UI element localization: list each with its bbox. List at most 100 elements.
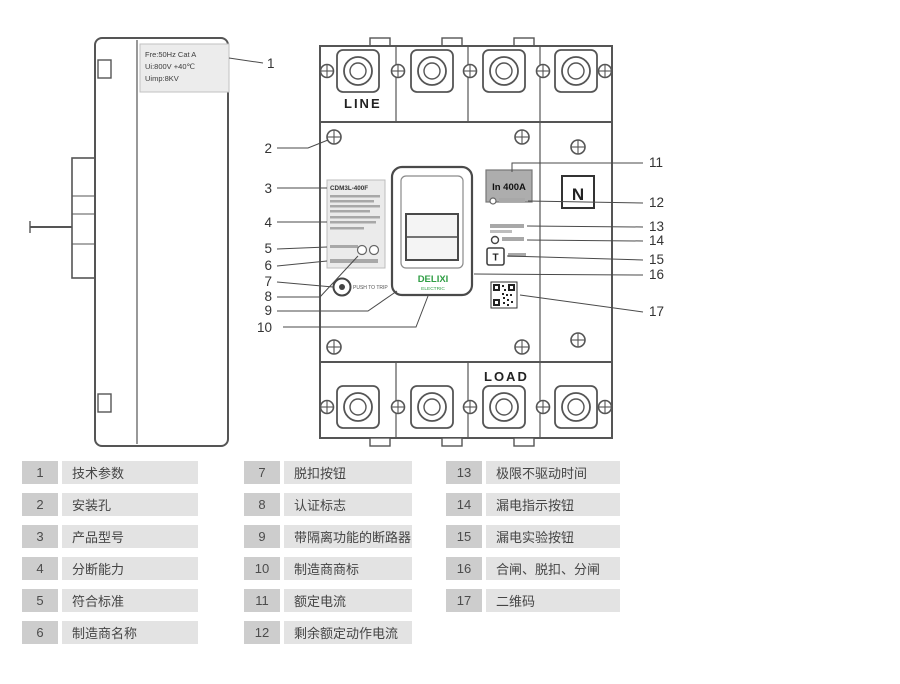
legend-number: 8 <box>244 493 280 516</box>
terminal-screw <box>597 63 613 79</box>
terminal-screw <box>535 399 551 415</box>
legend-number: 6 <box>22 621 58 644</box>
mounting-screw <box>514 129 530 145</box>
callout-15: 15 <box>649 252 664 267</box>
brand-name: DELIXI <box>418 274 449 285</box>
load-terminal <box>482 385 526 429</box>
product-label: CDM3L-400F <box>326 179 386 269</box>
legend-item: 13 极限不驱动时间 <box>446 461 620 484</box>
non-actuating-time-row <box>490 224 524 233</box>
qr-code <box>490 281 518 309</box>
legend-label: 合闸、脱扣、分闸 <box>486 557 620 580</box>
rated-current-label: In 400A <box>485 169 533 203</box>
legend-item: 7 脱扣按钮 <box>244 461 412 484</box>
mounting-screw <box>326 129 342 145</box>
legend-number: 16 <box>446 557 482 580</box>
terminal-screw <box>390 63 406 79</box>
legend-label: 带隔离功能的断路器 <box>284 525 412 548</box>
legend-item: 1 技术参数 <box>22 461 198 484</box>
legend-number: 11 <box>244 589 280 612</box>
spec-label: Fre:50Hz Cat A Ui:800V +40℃ Uimp:8KV <box>139 43 230 93</box>
callout-3: 3 <box>264 181 272 196</box>
legend-column-3: 13 极限不驱动时间 14 漏电指示按钮 15 漏电实验按钮 16 合闸、脱扣、… <box>446 461 620 612</box>
test-button-label: T <box>492 253 498 264</box>
standard-microtext <box>330 245 358 248</box>
brand-sub: ELECTRIC <box>421 286 445 292</box>
side-body <box>94 37 229 447</box>
legend-number: 3 <box>22 525 58 548</box>
certification-marks <box>356 244 380 256</box>
legend-item: 17 二维码 <box>446 589 620 612</box>
model-number: CDM3L-400F <box>330 185 368 192</box>
spec-line-3: Uimp:8KV <box>145 74 179 83</box>
line-label: LINE <box>344 96 382 111</box>
legend-number: 7 <box>244 461 280 484</box>
legend: 1 技术参数 2 安装孔 3 产品型号 4 分断能力 5 符合标准 6 制造商名… <box>0 461 900 661</box>
callout-4: 4 <box>264 215 272 230</box>
line-terminal <box>482 49 526 93</box>
legend-label: 漏电实验按钮 <box>486 525 620 548</box>
side-mount-tab-top <box>97 59 112 79</box>
callout-lines <box>228 57 644 328</box>
residual-current-row <box>489 197 525 205</box>
legend-label: 制造商商标 <box>284 557 412 580</box>
legend-number: 10 <box>244 557 280 580</box>
legend-number: 15 <box>446 525 482 548</box>
legend-label: 符合标准 <box>62 589 198 612</box>
legend-label: 额定电流 <box>284 589 412 612</box>
load-terminal <box>336 385 380 429</box>
trip-button: PUSH TO TRIP <box>332 277 388 297</box>
rated-current-text: In 400A <box>492 182 526 193</box>
breaker-side-view: Fre:50Hz Cat A Ui:800V +40℃ Uimp:8KV <box>29 37 230 447</box>
load-terminal-block: LOAD <box>319 361 613 447</box>
callout-6: 6 <box>264 258 272 273</box>
callout-7: 7 <box>264 274 272 289</box>
terminal-screw <box>319 63 335 79</box>
legend-column-1: 1 技术参数 2 安装孔 3 产品型号 4 分断能力 5 符合标准 6 制造商名… <box>22 461 198 644</box>
push-to-trip-text: PUSH TO TRIP <box>353 285 388 291</box>
legend-number: 5 <box>22 589 58 612</box>
manufacturer-logo: DELIXI ELECTRIC <box>418 274 449 292</box>
load-terminal <box>554 385 598 429</box>
load-terminal <box>410 385 454 429</box>
legend-number: 2 <box>22 493 58 516</box>
legend-label: 分断能力 <box>62 557 198 580</box>
breaker-front-view: LINE N CDM3L-400F <box>319 37 613 447</box>
callout-11: 11 <box>649 155 663 170</box>
line-terminal <box>336 49 380 93</box>
leakage-indicator-button <box>490 235 524 245</box>
terminal-screw <box>535 63 551 79</box>
legend-number: 4 <box>22 557 58 580</box>
legend-item: 11 额定电流 <box>244 589 412 612</box>
legend-item: 3 产品型号 <box>22 525 198 548</box>
spec-line-1: Fre:50Hz Cat A <box>145 50 196 59</box>
legend-label: 产品型号 <box>62 525 198 548</box>
neutral-label: N <box>572 185 584 204</box>
legend-number: 12 <box>244 621 280 644</box>
callout-16: 16 <box>649 267 664 282</box>
terminal-screw <box>390 399 406 415</box>
operating-handle <box>390 165 474 297</box>
callout-10: 10 <box>257 320 272 335</box>
callout-14: 14 <box>649 233 665 248</box>
callout-8: 8 <box>264 289 272 304</box>
legend-label: 制造商名称 <box>62 621 198 644</box>
legend-item: 5 符合标准 <box>22 589 198 612</box>
callout-12: 12 <box>649 195 664 210</box>
legend-number: 1 <box>22 461 58 484</box>
legend-label: 脱扣按钮 <box>284 461 412 484</box>
legend-number: 17 <box>446 589 482 612</box>
leakage-test-button: T <box>486 247 526 266</box>
legend-item: 2 安装孔 <box>22 493 198 516</box>
terminal-screw <box>462 63 478 79</box>
legend-label: 极限不驱动时间 <box>486 461 620 484</box>
legend-item: 6 制造商名称 <box>22 621 198 644</box>
legend-number: 9 <box>244 525 280 548</box>
legend-item: 14 漏电指示按钮 <box>446 493 620 516</box>
legend-number: 14 <box>446 493 482 516</box>
legend-item: 16 合闸、脱扣、分闸 <box>446 557 620 580</box>
breaker-diagram: Fre:50Hz Cat A Ui:800V +40℃ Uimp:8KV <box>29 37 665 447</box>
callout-1: 1 <box>267 56 275 71</box>
legend-item: 10 制造商商标 <box>244 557 412 580</box>
